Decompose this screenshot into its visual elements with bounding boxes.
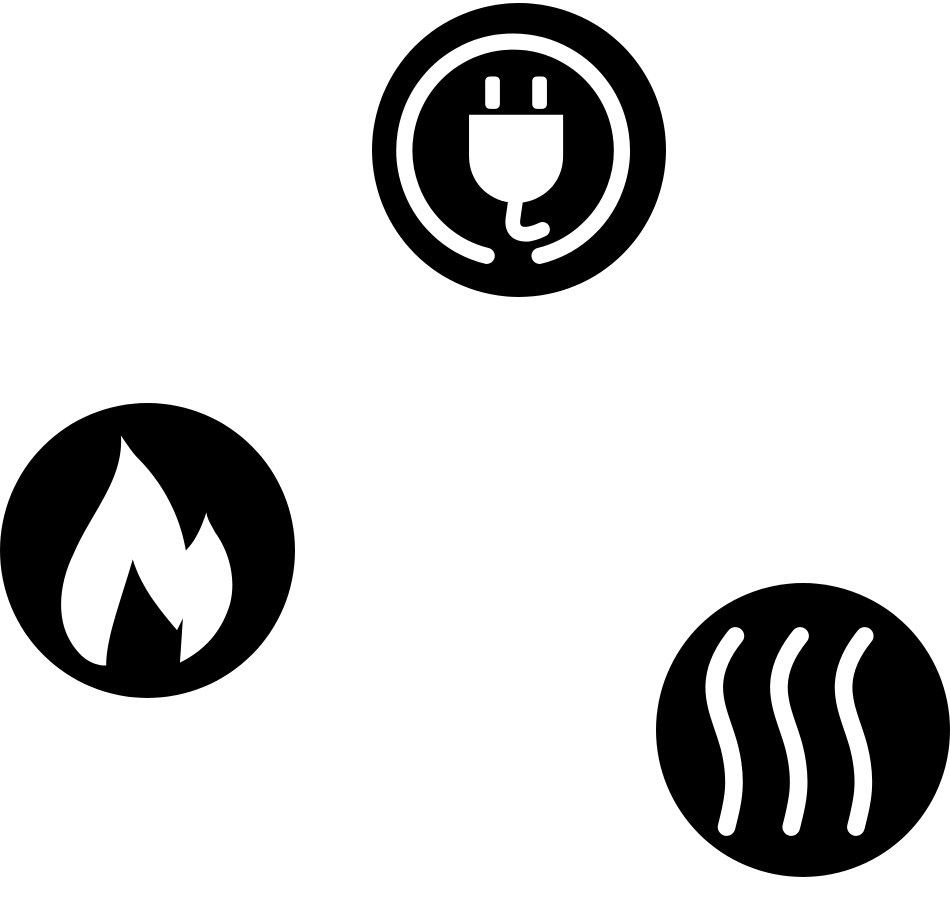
plug-icon <box>372 3 666 297</box>
flame-icon <box>0 403 295 698</box>
heat-waves-icon <box>656 583 950 877</box>
